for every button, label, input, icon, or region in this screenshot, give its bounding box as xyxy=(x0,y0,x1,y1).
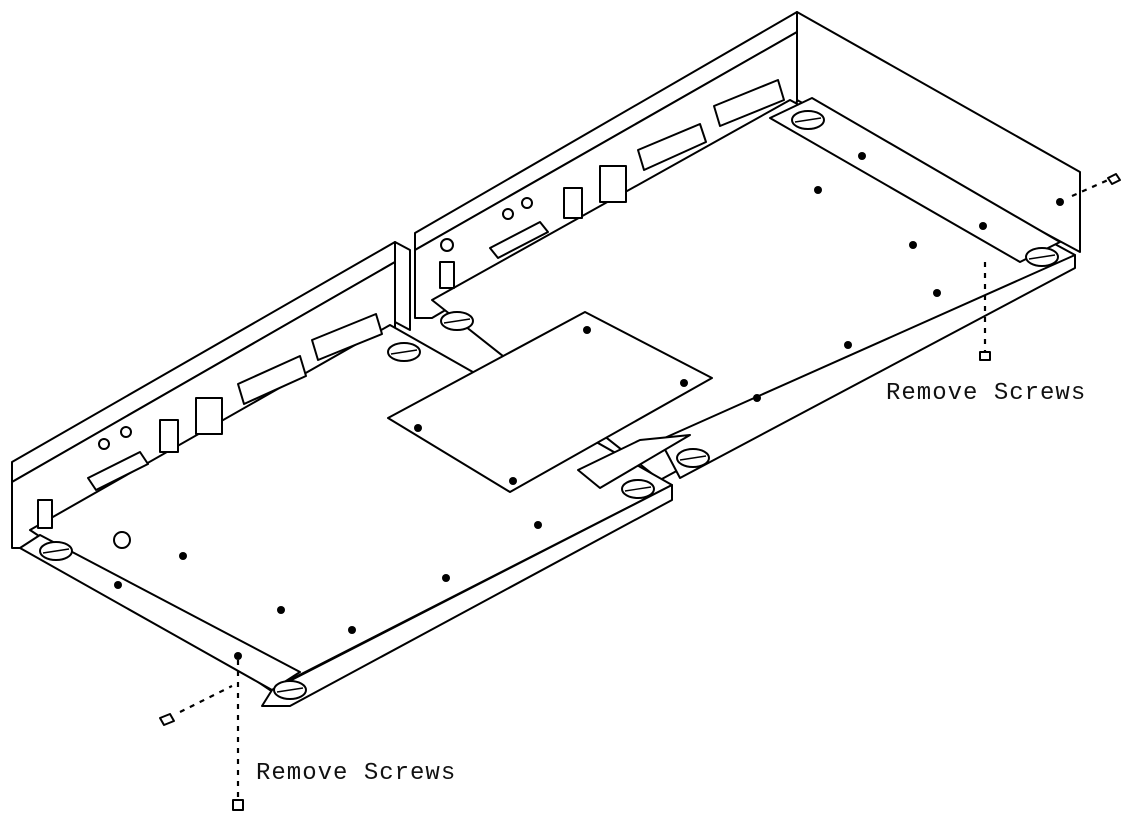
plate-tab xyxy=(577,434,691,489)
hole xyxy=(1056,198,1064,206)
right-unit-rail xyxy=(659,254,1076,479)
screw-icon xyxy=(232,799,244,811)
hole xyxy=(534,521,542,529)
left-bracket-ear xyxy=(19,534,301,691)
usb-port xyxy=(563,187,583,219)
dvi-port xyxy=(713,79,785,127)
hole xyxy=(753,394,761,402)
audio-jack xyxy=(98,438,110,450)
hole xyxy=(234,652,242,660)
hole xyxy=(114,581,122,589)
hole xyxy=(179,552,187,560)
serial-port xyxy=(87,451,149,491)
callout-remove-screws-right: Remove Screws xyxy=(886,380,1087,407)
rj45-port xyxy=(195,397,223,435)
rj45-port xyxy=(599,165,627,203)
audio-jack xyxy=(521,197,533,209)
dvi-port xyxy=(637,123,707,171)
joining-plate-face xyxy=(387,311,713,493)
dvi-port xyxy=(237,355,307,405)
dvi-port xyxy=(311,313,383,361)
screw-icon xyxy=(1107,173,1121,185)
usb-port xyxy=(159,419,179,453)
power-port xyxy=(439,261,455,289)
hole xyxy=(680,379,688,387)
hole xyxy=(909,241,917,249)
screw-callout-left xyxy=(159,660,244,811)
audio-jack xyxy=(120,426,132,438)
left-unit-edge xyxy=(394,241,411,331)
hole xyxy=(979,222,987,230)
hole xyxy=(933,289,941,297)
led-icon xyxy=(440,238,454,252)
power-port xyxy=(37,499,53,529)
joining-plate xyxy=(387,311,713,493)
hole xyxy=(277,606,285,614)
callout-remove-screws-left: Remove Screws xyxy=(256,760,457,787)
audio-jack xyxy=(502,208,514,220)
hole xyxy=(509,477,517,485)
right-bracket-ear xyxy=(769,97,1061,263)
screw-icon xyxy=(159,713,175,726)
serial-port xyxy=(489,221,549,259)
hole xyxy=(583,326,591,334)
hole xyxy=(844,341,852,349)
screw-callout-right xyxy=(979,173,1121,361)
hole xyxy=(348,626,356,634)
left-unit-rail xyxy=(261,484,673,707)
hole xyxy=(814,186,822,194)
rubber-foot xyxy=(113,531,131,549)
screw-icon xyxy=(979,351,991,361)
hole xyxy=(442,574,450,582)
hole xyxy=(858,152,866,160)
hole xyxy=(414,424,422,432)
